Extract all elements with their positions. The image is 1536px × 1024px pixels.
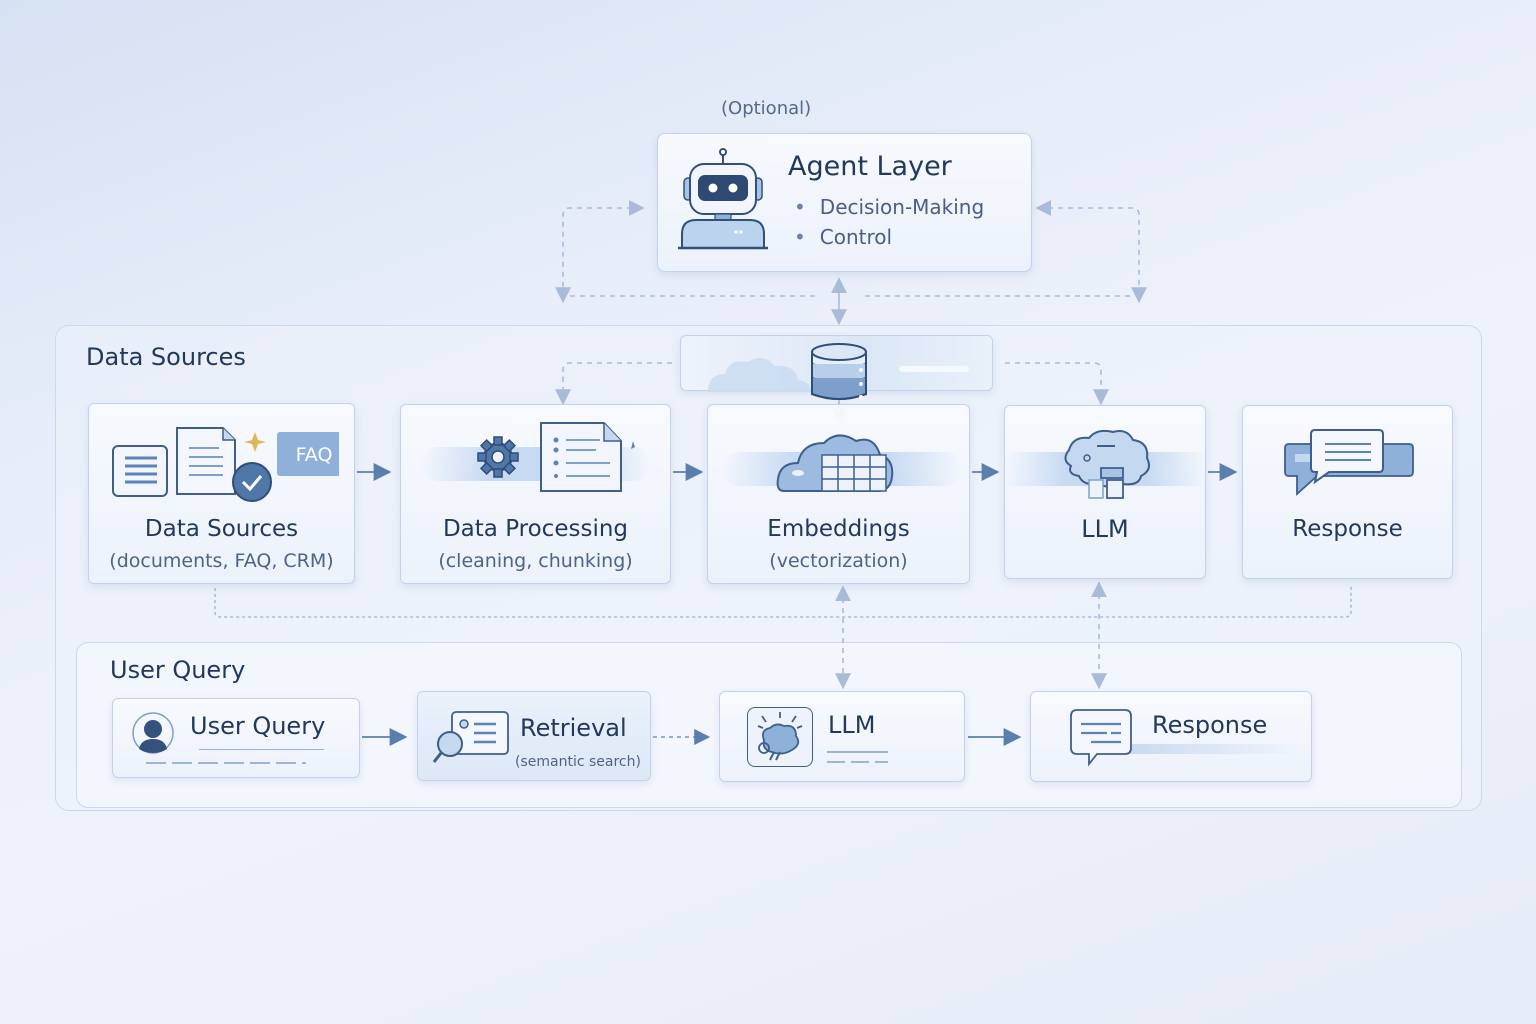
step-embeddings[interactable]: Embeddings (vectorization) — [707, 404, 970, 584]
brain-icon — [1064, 429, 1150, 499]
step-response[interactable]: Response — [1242, 405, 1453, 579]
vector-store-highlight — [899, 366, 969, 372]
query-step-user-query[interactable]: User Query — [112, 698, 360, 778]
agent-layer-bullets: Decision-Making Control — [794, 192, 984, 252]
database-icon — [811, 343, 867, 400]
agent-layer-title: Agent Layer — [788, 151, 952, 182]
documents-faq-icon: FAQ — [112, 427, 339, 502]
step-title: Data Sources — [144, 516, 299, 542]
robot-icon — [678, 148, 768, 250]
agent-right-connector — [1035, 200, 1147, 304]
search-document-icon — [432, 711, 509, 763]
agent-left-connector — [555, 200, 645, 304]
query-step-retrieval[interactable]: Retrieval (semantic search) — [417, 691, 651, 781]
query-step-title: User Query — [190, 712, 326, 740]
user-query-panel-title: User Query — [110, 656, 246, 684]
llm-line — [827, 751, 888, 753]
agent-bullet: Control — [794, 222, 984, 252]
query-step-subtitle: (semantic search) — [515, 754, 641, 770]
agent-layer-card[interactable]: Agent Layer Decision-Making Control — [657, 133, 1032, 272]
llm-dashes — [827, 761, 888, 763]
query-step-title: Response — [1152, 711, 1268, 739]
response-glow — [1121, 744, 1301, 754]
step-subtitle: (vectorization) — [769, 550, 908, 572]
step-title: Embeddings — [767, 516, 910, 542]
data-sources-panel-title: Data Sources — [86, 343, 246, 371]
step-subtitle: (documents, FAQ, CRM) — [109, 550, 334, 572]
query-dashes — [146, 762, 306, 764]
cloud-decoration-icon — [708, 357, 811, 392]
query-step-llm[interactable]: LLM — [719, 691, 965, 782]
step-subtitle: (cleaning, chunking) — [438, 550, 633, 572]
brain-icon — [757, 712, 803, 761]
agent-bullet: Decision-Making — [794, 192, 984, 222]
chat-bubbles-icon — [1284, 429, 1414, 497]
chat-bubble-icon — [1070, 709, 1132, 767]
gear-document-icon — [477, 422, 635, 492]
optional-label: (Optional) — [721, 98, 812, 119]
faq-badge-text: FAQ — [296, 444, 333, 466]
step-data-processing[interactable]: Data Processing (cleaning, chunking) — [400, 404, 671, 584]
query-step-title: LLM — [828, 711, 876, 739]
step-data-sources[interactable]: FAQ Data Sources (documents, FAQ, CRM) — [88, 403, 355, 584]
step-title: Response — [1292, 516, 1403, 542]
step-llm[interactable]: LLM — [1004, 405, 1207, 579]
user-avatar-icon — [132, 712, 174, 754]
step-title: Data Processing — [442, 516, 629, 542]
query-underline — [199, 749, 324, 750]
query-step-title: Retrieval — [520, 714, 627, 742]
query-step-response[interactable]: Response — [1030, 691, 1312, 782]
step-title: LLM — [1081, 515, 1129, 543]
cloud-grid-icon — [776, 434, 894, 492]
